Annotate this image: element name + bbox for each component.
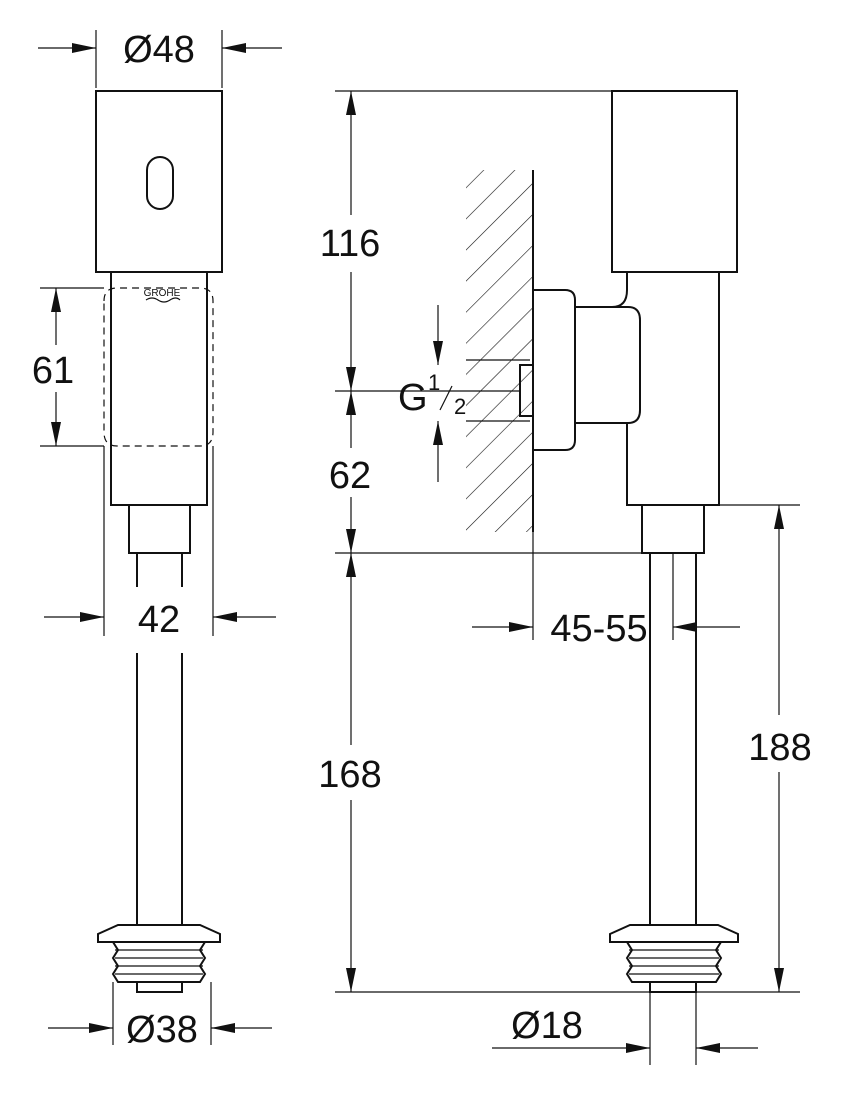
svg-text:G: G [398,377,428,419]
dim-body-height: 61 [32,350,74,392]
flange-side [609,924,739,993]
sensor-window-icon [146,156,174,210]
dim-pipe-diameter: Ø18 [511,1005,583,1047]
sensor-head-side [611,90,738,273]
logo-wave-icon [145,297,181,303]
dim-pipe-length: 168 [318,754,381,796]
valve-body-side [611,272,720,506]
valve-body-front [110,271,208,506]
dim-connection-offset: 62 [329,455,371,497]
side-view: 116 62 168 188 G 1 2 [318,90,812,1065]
grohe-logo: GROHE [144,288,181,299]
outlet-stub-front [128,504,191,554]
svg-text:2: 2 [454,394,466,419]
connector-body [575,306,641,424]
cover-outline-dashed [103,287,214,447]
svg-text:1: 1 [428,370,440,395]
dim-outlet-height: 188 [748,727,811,769]
dim-connection-thread: G 1 2 [398,370,466,419]
wall-rosette [532,289,576,451]
dim-head-diameter: Ø48 [123,29,195,71]
front-view: GROHE Ø48 61 [32,29,282,1051]
wall-hatching [466,170,532,532]
dim-head-height: 116 [320,223,381,265]
dim-body-width: 42 [138,599,180,641]
dim-flange-diameter: Ø38 [126,1009,198,1051]
sensor-head-front [95,90,223,273]
dim-wall-depth: 45-55 [550,608,647,650]
outlet-stub-side [641,504,705,554]
flange-front [97,924,221,993]
